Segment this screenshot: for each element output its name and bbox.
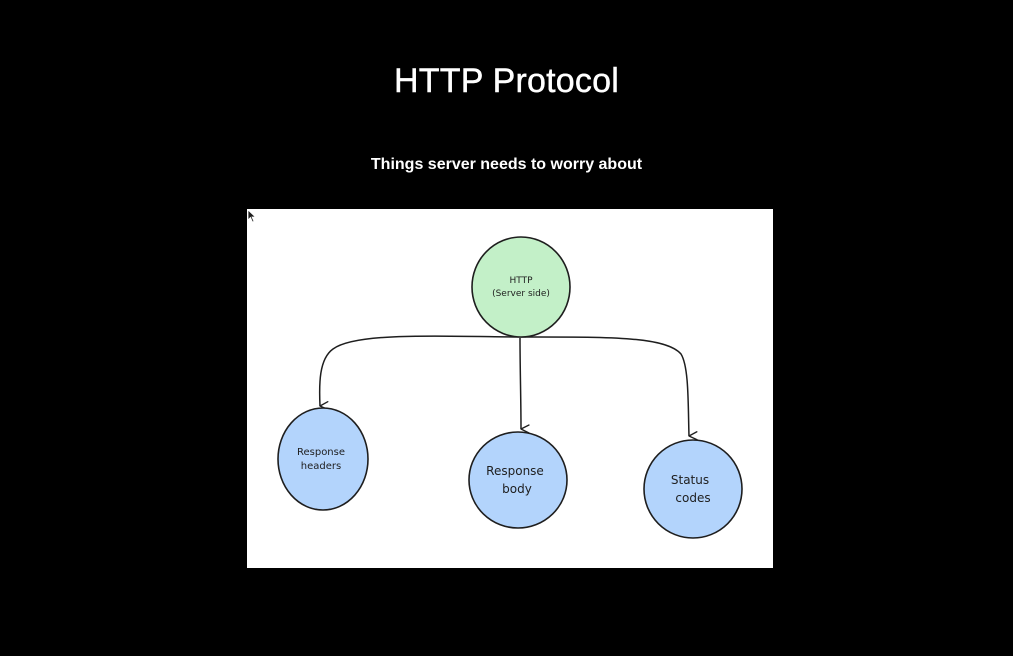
- diagram-svg: HTTP (Server side) Response headers Resp…: [277, 236, 743, 539]
- node-response-body: Response body: [468, 431, 568, 529]
- node-status-codes: Status codes: [643, 439, 743, 539]
- node-circle: [471, 236, 571, 338]
- node-label-line2: body: [502, 482, 532, 496]
- node-label-line1: HTTP: [509, 276, 533, 286]
- node-label-line1: Status: [671, 473, 709, 487]
- connector-right: [518, 336, 698, 441]
- node-circle: [468, 431, 568, 529]
- node-label-line1: Response: [486, 464, 544, 478]
- node-label-line2: (Server side): [492, 289, 550, 299]
- node-label-line2: codes: [675, 491, 710, 505]
- node-http-server-side: HTTP (Server side): [471, 236, 571, 338]
- node-circle: [643, 439, 743, 539]
- mouse-pointer-icon: [247, 209, 257, 223]
- node-response-headers: Response headers: [277, 407, 369, 511]
- diagram-canvas: HTTP (Server side) Response headers Resp…: [247, 209, 773, 568]
- slide-title: HTTP Protocol: [394, 62, 619, 100]
- slide-subtitle: Things server needs to worry about: [370, 156, 643, 173]
- node-label-line1: Response: [297, 447, 345, 458]
- connector-middle: [519, 337, 530, 434]
- node-label-line2: headers: [301, 461, 341, 472]
- node-circle: [277, 407, 369, 511]
- connector-left: [318, 335, 520, 411]
